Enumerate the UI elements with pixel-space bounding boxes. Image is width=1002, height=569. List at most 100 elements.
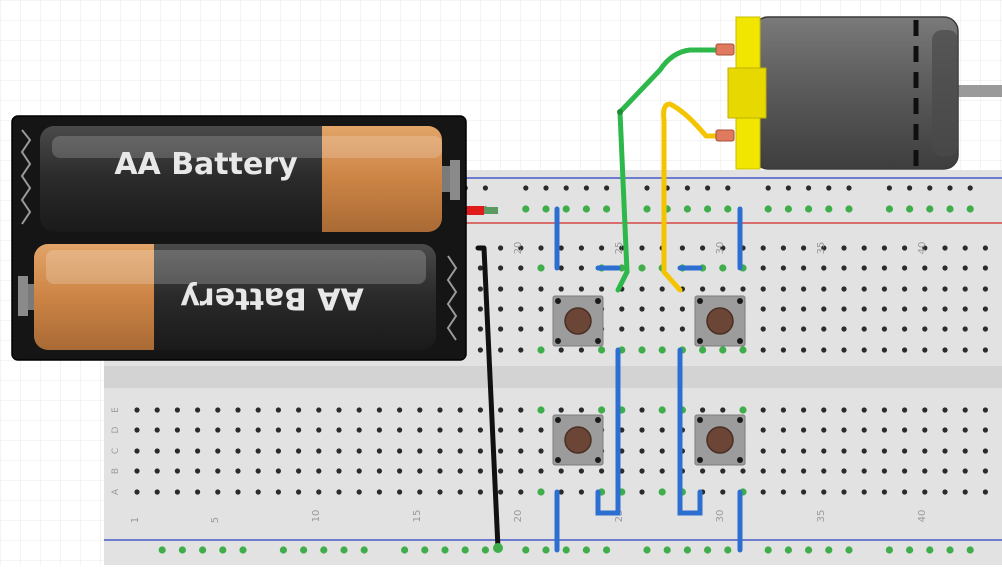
grid-hole[interactable]: [983, 347, 988, 352]
grid-hole[interactable]: [700, 286, 705, 291]
grid-hole[interactable]: [902, 265, 907, 270]
grid-hole[interactable]: [882, 489, 887, 494]
grid-hole[interactable]: [801, 306, 806, 311]
grid-hole[interactable]: [296, 468, 301, 473]
grid-hole[interactable]: [579, 265, 584, 270]
grid-hole[interactable]: [498, 306, 503, 311]
grid-hole[interactable]: [821, 347, 826, 352]
grid-hole[interactable]: [660, 468, 665, 473]
grid-hole[interactable]: [478, 347, 483, 352]
grid-hole[interactable]: [417, 427, 422, 432]
grid-hole[interactable]: [195, 427, 200, 432]
grid-hole[interactable]: [841, 306, 846, 311]
grid-hole[interactable]: [134, 468, 139, 473]
grid-hole[interactable]: [155, 468, 160, 473]
grid-hole[interactable]: [882, 448, 887, 453]
rail-hole[interactable]: [644, 185, 649, 190]
grid-hole[interactable]: [538, 326, 543, 331]
grid-hole[interactable]: [801, 427, 806, 432]
grid-hole[interactable]: [659, 406, 666, 413]
grid-hole[interactable]: [963, 448, 968, 453]
grid-hole[interactable]: [538, 286, 543, 291]
grid-hole[interactable]: [175, 468, 180, 473]
grid-hole[interactable]: [922, 306, 927, 311]
rail-hole[interactable]: [805, 546, 812, 553]
rail-hole[interactable]: [704, 205, 711, 212]
grid-hole[interactable]: [902, 489, 907, 494]
grid-hole[interactable]: [498, 407, 503, 412]
grid-hole[interactable]: [357, 427, 362, 432]
grid-hole[interactable]: [639, 448, 644, 453]
grid-hole[interactable]: [841, 468, 846, 473]
grid-hole[interactable]: [862, 306, 867, 311]
grid-hole[interactable]: [276, 427, 281, 432]
rail-hole[interactable]: [704, 546, 711, 553]
rail-hole[interactable]: [766, 185, 771, 190]
grid-hole[interactable]: [296, 448, 301, 453]
rail-hole[interactable]: [603, 205, 610, 212]
rail-hole[interactable]: [927, 185, 932, 190]
grid-hole[interactable]: [518, 265, 523, 270]
grid-hole[interactable]: [882, 306, 887, 311]
grid-hole[interactable]: [841, 489, 846, 494]
rail-hole[interactable]: [906, 546, 913, 553]
grid-hole[interactable]: [458, 468, 463, 473]
grid-hole[interactable]: [882, 265, 887, 270]
grid-hole[interactable]: [983, 427, 988, 432]
grid-hole[interactable]: [397, 489, 402, 494]
grid-hole[interactable]: [821, 468, 826, 473]
grid-hole[interactable]: [983, 286, 988, 291]
grid-hole[interactable]: [538, 306, 543, 311]
grid-hole[interactable]: [498, 427, 503, 432]
grid-hole[interactable]: [559, 407, 564, 412]
grid-hole[interactable]: [498, 326, 503, 331]
grid-hole[interactable]: [801, 245, 806, 250]
grid-hole[interactable]: [256, 468, 261, 473]
grid-hole[interactable]: [902, 407, 907, 412]
grid-hole[interactable]: [296, 427, 301, 432]
grid-hole[interactable]: [841, 326, 846, 331]
grid-hole[interactable]: [902, 448, 907, 453]
rail-hole[interactable]: [320, 546, 327, 553]
rail-hole[interactable]: [643, 205, 650, 212]
grid-hole[interactable]: [437, 468, 442, 473]
rail-hole[interactable]: [825, 205, 832, 212]
grid-hole[interactable]: [357, 468, 362, 473]
grid-hole[interactable]: [336, 448, 341, 453]
rail-hole[interactable]: [583, 546, 590, 553]
grid-hole[interactable]: [680, 326, 685, 331]
grid-hole[interactable]: [155, 407, 160, 412]
rail-hole[interactable]: [967, 546, 974, 553]
grid-hole[interactable]: [397, 427, 402, 432]
grid-hole[interactable]: [942, 245, 947, 250]
grid-hole[interactable]: [963, 245, 968, 250]
rail-hole[interactable]: [886, 546, 893, 553]
grid-hole[interactable]: [882, 286, 887, 291]
rail-hole[interactable]: [482, 546, 489, 553]
grid-hole[interactable]: [821, 306, 826, 311]
grid-hole[interactable]: [963, 407, 968, 412]
rail-hole[interactable]: [563, 205, 570, 212]
grid-hole[interactable]: [377, 448, 382, 453]
grid-hole[interactable]: [660, 326, 665, 331]
rail-hole[interactable]: [826, 185, 831, 190]
grid-hole[interactable]: [599, 245, 604, 250]
rail-hole[interactable]: [806, 185, 811, 190]
grid-hole[interactable]: [963, 427, 968, 432]
grid-hole[interactable]: [882, 326, 887, 331]
rail-hole[interactable]: [785, 546, 792, 553]
grid-hole[interactable]: [235, 468, 240, 473]
rail-hole[interactable]: [441, 546, 448, 553]
grid-hole[interactable]: [235, 407, 240, 412]
rail-hole[interactable]: [786, 185, 791, 190]
grid-hole[interactable]: [781, 407, 786, 412]
grid-hole[interactable]: [922, 468, 927, 473]
grid-hole[interactable]: [478, 265, 483, 270]
grid-hole[interactable]: [841, 407, 846, 412]
rail-hole[interactable]: [685, 185, 690, 190]
grid-hole[interactable]: [942, 306, 947, 311]
grid-hole[interactable]: [659, 346, 666, 353]
grid-hole[interactable]: [902, 245, 907, 250]
grid-hole[interactable]: [518, 489, 523, 494]
grid-hole[interactable]: [922, 326, 927, 331]
